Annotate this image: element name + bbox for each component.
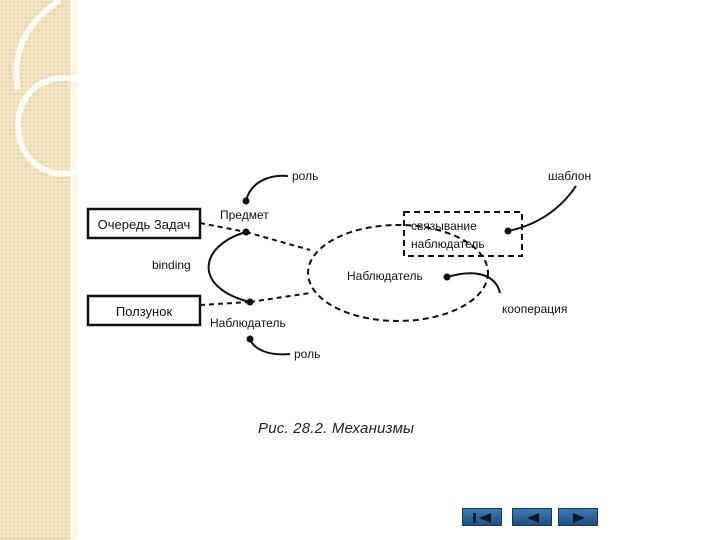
next-slide-button[interactable]	[558, 508, 598, 526]
observer-to-ellipse-connector	[250, 293, 310, 302]
role-top-curve	[246, 176, 288, 201]
next-slide-icon	[559, 509, 599, 527]
cooperation-label: кооперация	[502, 302, 567, 316]
first-slide-button[interactable]	[462, 508, 502, 526]
subject-to-ellipse-connector	[246, 232, 310, 250]
observer-left-label: Наблюдатель	[210, 316, 286, 330]
subject-label: Предмет	[220, 208, 269, 222]
binding-label: binding	[152, 258, 191, 272]
first-slide-icon	[463, 509, 503, 527]
role-bottom-curve	[250, 339, 290, 354]
cooperation-curve	[447, 273, 500, 293]
previous-slide-icon	[513, 509, 553, 527]
template-curve	[508, 186, 576, 231]
previous-slide-button[interactable]	[512, 508, 552, 526]
slider-to-observer-connector	[200, 302, 250, 305]
role-bottom-dot	[247, 336, 254, 343]
binding-curve	[209, 232, 250, 302]
queue-to-subject-connector	[200, 223, 246, 232]
slider-label: Ползунок	[116, 304, 173, 319]
role-top-label: роль	[292, 169, 318, 183]
template-label: шаблон	[548, 169, 591, 183]
figure-caption: Рис. 28.2. Механизмы	[258, 420, 414, 437]
binding-box-line-2: наблюдатель	[411, 237, 485, 251]
mechanisms-diagram: Очередь Задач Ползунок связывание наблюд…	[78, 168, 620, 440]
decorative-arcs	[0, 0, 80, 200]
observer-center-label: Наблюдатель	[347, 269, 423, 283]
task-queue-label: Очередь Задач	[98, 217, 191, 232]
role-top-dot	[243, 198, 250, 205]
diagram-canvas: Очередь Задач Ползунок связывание наблюд…	[78, 168, 620, 440]
role-bottom-label: роль	[294, 347, 320, 361]
